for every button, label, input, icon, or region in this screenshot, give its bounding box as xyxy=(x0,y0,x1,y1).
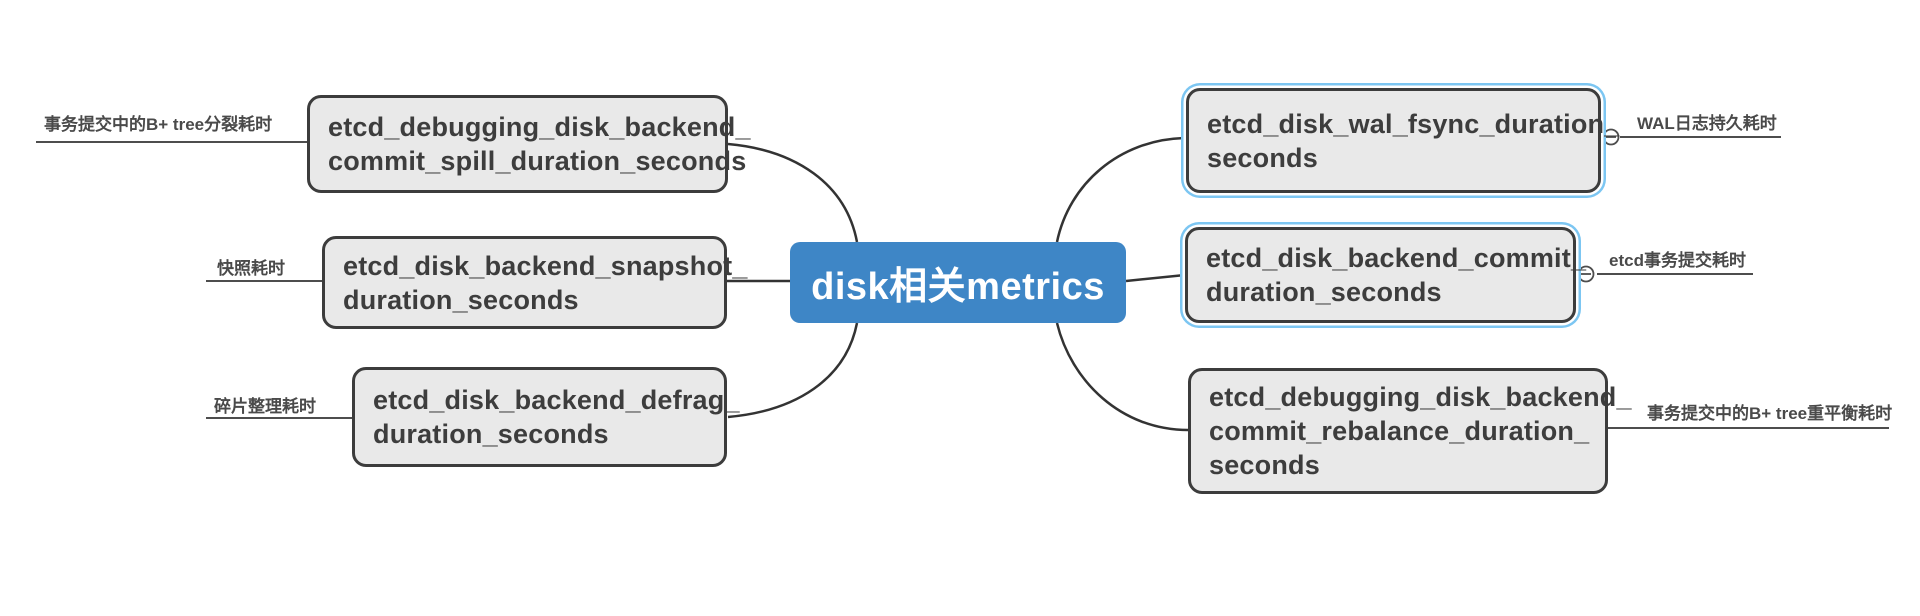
note-label-spill[interactable]: 事务提交中的B+ tree分裂耗时 xyxy=(44,115,273,134)
metric-node-commit-spill[interactable]: etcd_debugging_disk_backend_commit_spill… xyxy=(307,95,751,193)
metric-node-backend-defrag[interactable]: etcd_disk_backend_defrag_duration_second… xyxy=(352,367,739,467)
note-label-rebalance[interactable]: 事务提交中的B+ tree重平衡耗时 xyxy=(1647,404,1893,423)
note-label-commit[interactable]: etcd事务提交耗时 xyxy=(1609,251,1746,270)
note-label-snapshot[interactable]: 快照耗时 xyxy=(217,259,285,278)
metric-node-wal-fsync[interactable]: etcd_disk_wal_fsync_duration_seconds xyxy=(1186,88,1619,193)
root-node-disk-metrics[interactable]: disk相关metrics xyxy=(790,242,1126,323)
metric-node-backend-commit[interactable]: etcd_disk_backend_commit_duration_second… xyxy=(1185,227,1586,323)
collapse-minus-icon[interactable] xyxy=(1602,128,1620,146)
metric-node-backend-snapshot[interactable]: etcd_disk_backend_snapshot_duration_seco… xyxy=(322,236,747,329)
connector-line-right-bottom xyxy=(1055,322,1189,432)
note-label-wal-fsync[interactable]: WAL日志持久耗时 xyxy=(1637,114,1777,133)
collapse-minus-icon[interactable] xyxy=(1577,265,1595,283)
metric-node-commit-rebalance[interactable]: etcd_debugging_disk_backend_commit_rebal… xyxy=(1188,368,1632,494)
note-label-defrag[interactable]: 碎片整理耗时 xyxy=(214,397,316,416)
connector-line-right-top xyxy=(1055,136,1185,243)
connector-line-right-middle xyxy=(1125,273,1186,283)
connector-line-left-bottom xyxy=(727,322,859,419)
